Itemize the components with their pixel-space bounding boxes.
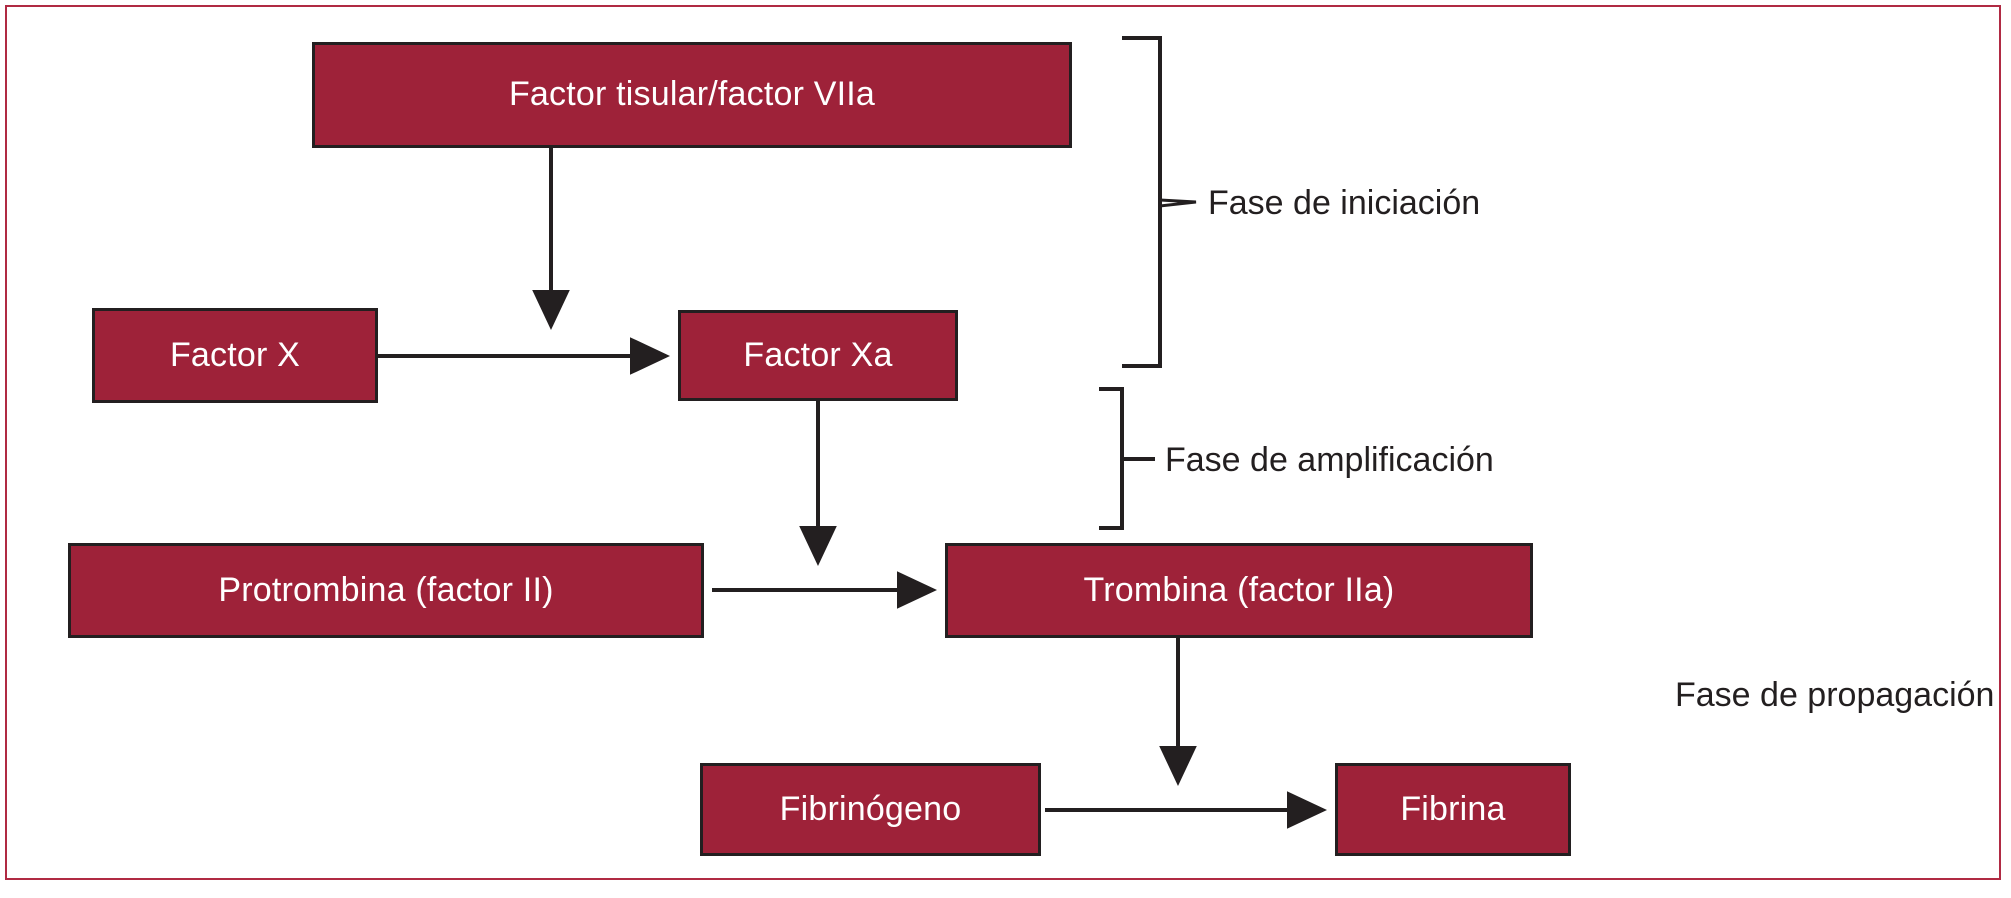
node-thrombin-label: Trombina (factor IIa) (1083, 570, 1395, 609)
node-tissue-factor-label: Factor tisular/factor VIIa (508, 75, 876, 114)
node-fibrinogen[interactable]: Fibrinógeno (700, 763, 1041, 856)
node-prothrombin-label: Protrombina (factor II) (218, 570, 554, 609)
node-thrombin[interactable]: Trombina (factor IIa) (945, 543, 1533, 638)
node-prothrombin[interactable]: Protrombina (factor II) (68, 543, 704, 638)
node-fibrinogen-label: Fibrinógeno (779, 789, 962, 828)
bracket-amplification (1099, 387, 1155, 530)
node-factor-x[interactable]: Factor X (92, 308, 378, 403)
node-factor-xa[interactable]: Factor Xa (678, 310, 958, 401)
node-tissue-factor[interactable]: Factor tisular/factor VIIa (312, 42, 1072, 148)
node-factor-x-label: Factor X (169, 335, 301, 374)
phase-label-initiation: Fase de iniciación (1208, 184, 1481, 222)
node-factor-xa-label: Factor Xa (743, 335, 893, 374)
phase-label-propagation: Fase de propagación (1675, 676, 1995, 714)
node-fibrin[interactable]: Fibrina (1335, 763, 1571, 856)
bracket-initiation (1122, 36, 1197, 368)
phase-label-amplification: Fase de amplificación (1165, 441, 1494, 479)
node-fibrin-label: Fibrina (1400, 789, 1506, 828)
